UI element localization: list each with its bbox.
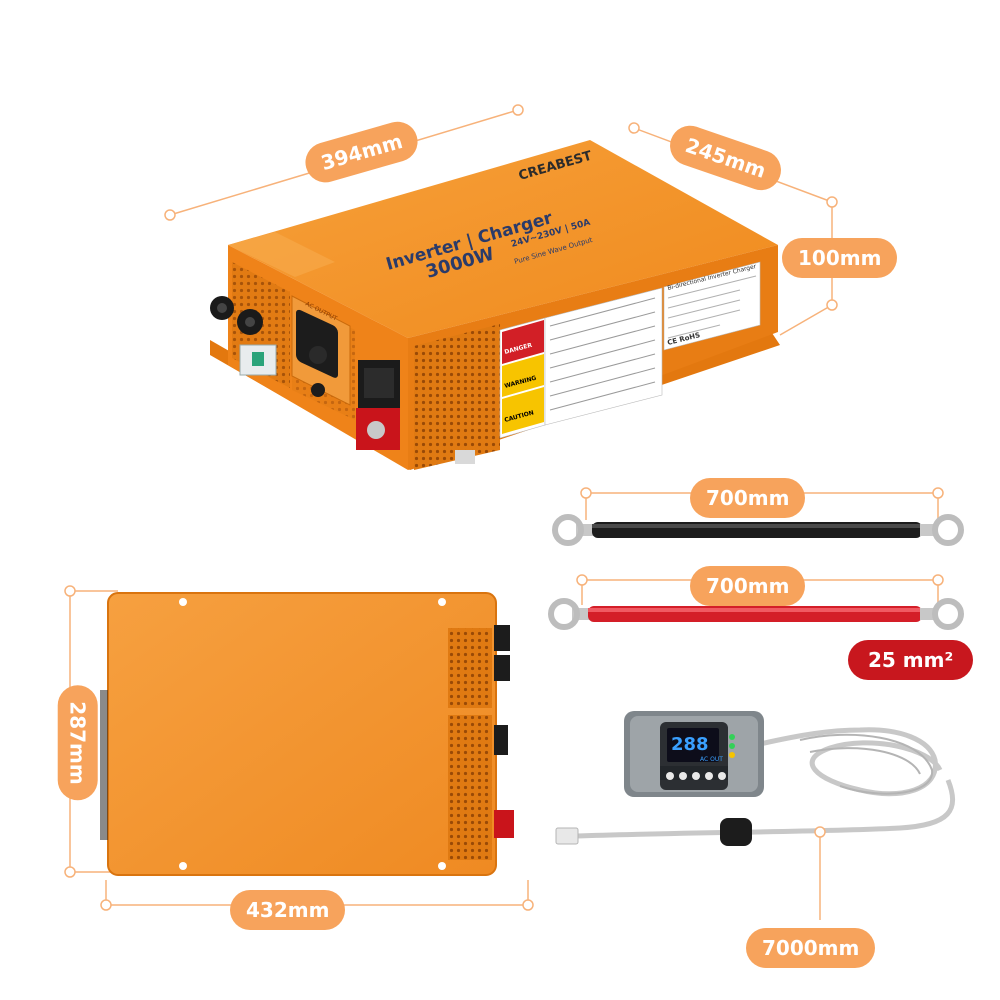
inverter-3d-view xyxy=(210,140,780,470)
black-cable xyxy=(552,514,964,546)
bottom-dim-dots xyxy=(64,585,534,911)
rj-connector xyxy=(555,818,752,846)
inverter-bottom-view xyxy=(100,592,514,876)
red-cable-length-label: 700mm xyxy=(690,566,806,606)
red-cable xyxy=(548,598,964,630)
remote-cable-length-label: 7000mm xyxy=(746,928,876,968)
remote-display-unit: AC OUT xyxy=(700,756,723,763)
height-dimension-label: 100mm xyxy=(782,238,898,278)
remote-cable-coil-lines xyxy=(799,733,934,795)
black-cable-dim-dots xyxy=(580,487,944,499)
cable-cross-section-label: 25 mm² xyxy=(848,640,974,680)
remote-dim-dot xyxy=(814,826,826,838)
red-cable-dim-dots xyxy=(576,574,944,586)
remote-panel xyxy=(624,711,764,797)
dimension-dots-top xyxy=(164,104,838,311)
black-cable-length-label: 700mm xyxy=(690,478,806,518)
bottom-width-label: 287mm xyxy=(57,685,98,801)
bottom-length-label: 432mm xyxy=(230,890,346,930)
remote-display-value: 288 xyxy=(671,734,709,755)
